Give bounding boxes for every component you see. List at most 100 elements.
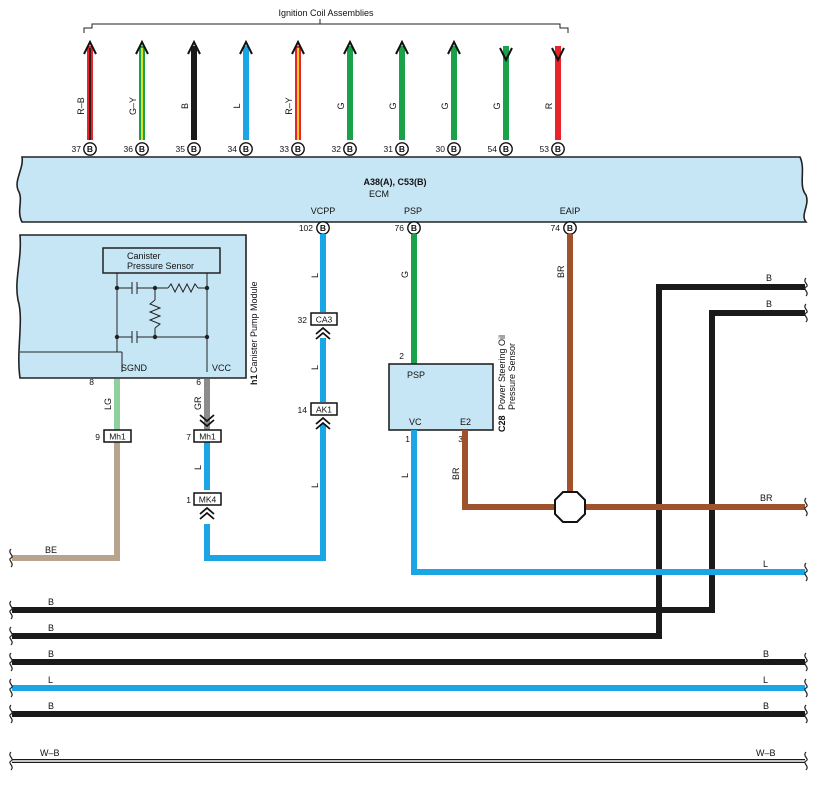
ak1-label: AK1 [316, 405, 332, 415]
bus-label-left-0: B [48, 597, 54, 607]
break-mark [804, 678, 808, 698]
igniter-pin-number: 32 [332, 144, 342, 154]
break-mark [804, 652, 808, 672]
canister-sensor-line2: Pressure Sensor [127, 261, 194, 271]
vcpp-name: VCPP [311, 206, 336, 216]
canister-pump-module: Canister Pressure Sensor [16, 234, 247, 379]
psp-conn: B [411, 223, 417, 233]
vcc-terminal: VCC [212, 363, 232, 373]
top-b2-label: B [766, 299, 772, 309]
igniter-pin-number: 31 [384, 144, 394, 154]
canister-module-caption: h1 Canister Pump Module [249, 281, 259, 385]
mh1a-pin: 9 [95, 432, 100, 442]
black-wire-loop-1 [12, 284, 805, 639]
vcpp-wire-label-lower: L [310, 483, 320, 488]
igniter-pin-number: 35 [176, 144, 186, 154]
igniter-pin-number: 36 [124, 144, 134, 154]
bus-rows: B B B L B W–B B L B W–B [12, 597, 805, 763]
igniter-wire-label: R–B [76, 97, 86, 115]
junction-mh1-b: 7 Mh1 [186, 414, 222, 443]
ecm-name: ECM [369, 189, 389, 199]
break-mark [804, 704, 808, 724]
break-mark [9, 626, 13, 646]
igniter-wire-label: R–Y [284, 97, 294, 115]
igniter-wire-igf1: G54BIGF1 [488, 46, 516, 171]
psp-pin-number: 76 [395, 223, 405, 233]
break-marks [9, 277, 808, 771]
vcc-to-vcpp-wire [204, 424, 326, 561]
ps-sensor: 2 PSP VC E2 1 3 [388, 351, 494, 444]
ps-psp-terminal: PSP [407, 370, 425, 380]
ecm-eaip-pin: EAIP 74 B [551, 206, 580, 235]
igniter-wire-igt2: G–Y36BIGT2 [124, 39, 152, 171]
canister-module-name: Canister Pump Module [249, 281, 259, 373]
igniter-pin-number: 37 [72, 144, 82, 154]
igniter-wire-label: G [492, 102, 502, 109]
vcc-pin-number: 6 [196, 377, 201, 387]
beige-wire-label: BE [45, 545, 57, 555]
ps-e2-terminal: E2 [460, 417, 471, 427]
ps-vc-wire: L L [400, 430, 805, 575]
igniter-conn: B [347, 144, 353, 154]
ps-sensor-name1: Power Steering Oil [497, 335, 507, 410]
mk4-pin: 1 [186, 495, 191, 505]
beige-wire [12, 442, 120, 561]
igniter-wire-igt4: L34BIGT4 [228, 39, 256, 171]
canister-circuit-nodes [114, 285, 210, 340]
igniter-conn: B [555, 144, 561, 154]
bus-label-left-3: L [48, 675, 53, 685]
canister-wires: 8 LG BE 6 GR L [12, 377, 326, 561]
eaip-pin-number: 74 [551, 223, 561, 233]
break-mark [804, 277, 808, 297]
ps-sensor-id: C28 [497, 415, 507, 432]
igniter-wire-label: R [544, 102, 554, 109]
bus-label-right-3: L [763, 675, 768, 685]
black-wire-loop-2 [12, 310, 805, 613]
sgnd-terminal: SGND [121, 363, 148, 373]
top-black-wires: B B [12, 273, 805, 639]
igniter-wire-label: L [232, 103, 242, 108]
break-mark [804, 497, 808, 517]
mh1a-label: Mh1 [109, 432, 126, 442]
canister-sensor-line1: Canister [127, 251, 161, 261]
vcpp-wire: L L L [310, 234, 326, 488]
bus-label-left-4: B [48, 701, 54, 711]
ecm-box [16, 156, 808, 223]
igniter-wire-igt5: R–Y33BIGT5 [280, 39, 308, 171]
break-mark [9, 600, 13, 620]
mh1b-label: Mh1 [199, 432, 216, 442]
igniter-wire-igt6: G32BIGT6 [332, 39, 360, 171]
igniter-wire-igf2: R53BIGF2 [540, 46, 568, 171]
ignition-coil-brace: Ignition Coil Assemblies [83, 8, 569, 33]
bus-label-right-4: B [763, 701, 769, 711]
ps-vc-terminal: VC [409, 417, 422, 427]
igniter-wire-label: G [440, 102, 450, 109]
igniter-conn: B [503, 144, 509, 154]
ps-vc-pin: 1 [405, 434, 410, 444]
igniter-conn: B [243, 144, 249, 154]
igniter-pin-number: 53 [540, 144, 550, 154]
eaip-wire-label: BR [556, 265, 566, 278]
junction-mk4: 1 MK4 [186, 492, 222, 520]
igniter-conn: B [87, 144, 93, 154]
igniter-conn: B [399, 144, 405, 154]
igniter-pin-number: 54 [488, 144, 498, 154]
ak1-pin: 14 [298, 405, 308, 415]
break-mark [9, 751, 13, 771]
break-mark [9, 678, 13, 698]
vcc-wire-label: GR [193, 396, 203, 410]
junction-ca3: 32 CA3 [298, 312, 338, 340]
psp-wire: G [400, 234, 417, 364]
igniter-wire-label: G [388, 102, 398, 109]
vcpp-wire-label-mid: L [310, 365, 320, 370]
ps-sensor-box [388, 363, 494, 431]
igniter-pin-number: 34 [228, 144, 238, 154]
break-mark [9, 652, 13, 672]
igniter-wires: R–B37BIGT1G–Y36BIGT2B35BIGT3L34BIGT4R–Y3… [72, 39, 568, 171]
canister-sensor-box [102, 247, 221, 274]
bus-label-right-2: B [763, 649, 769, 659]
break-mark [9, 704, 13, 724]
igniter-wire-igt3: B35BIGT3 [176, 39, 204, 171]
break-mark [804, 303, 808, 323]
